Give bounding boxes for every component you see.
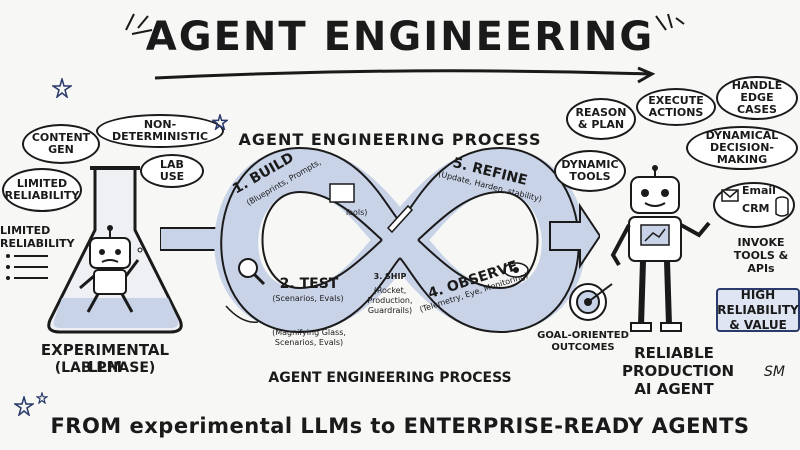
invoke-tools-label: INVOKE TOOLS & APIs bbox=[733, 236, 789, 275]
step-ship-sub: (Rocket, Production, Guardrails) bbox=[367, 286, 413, 315]
bubble-reason-plan: REASON & PLAN bbox=[566, 98, 636, 140]
motion-lines-icon bbox=[225, 305, 259, 323]
bubble-handle-edge-cases: HANDLE EDGE CASES bbox=[716, 76, 798, 120]
bubble-lab-use: LAB USE bbox=[140, 154, 204, 188]
star-icon bbox=[14, 396, 34, 416]
happy-robot-icon bbox=[610, 165, 711, 332]
bubble-execute-actions: EXECUTE ACTIONS bbox=[636, 88, 716, 126]
star-icon bbox=[52, 78, 72, 98]
step-ship-label: 3. SHIP bbox=[373, 272, 407, 281]
spark-icon bbox=[655, 13, 685, 31]
experimental-llm-caption: EXPERIMENTAL LLM bbox=[40, 341, 170, 376]
infinity-loop-diagram bbox=[160, 146, 600, 334]
crm-label: CRM bbox=[742, 202, 770, 215]
lab-phase-caption: (LAB PHASE) bbox=[54, 360, 156, 376]
list-icon bbox=[6, 254, 48, 280]
star-icon bbox=[36, 392, 48, 404]
email-label: Email bbox=[742, 184, 776, 197]
goal-oriented-label: GOAL-ORIENTED OUTCOMES bbox=[537, 330, 629, 353]
tools-cloud bbox=[713, 182, 795, 228]
reliable-agent-caption: RELIABLE PRODUCTION AI AGENT bbox=[622, 344, 735, 398]
tools-label: Tools) bbox=[344, 208, 368, 217]
process-title: AGENT ENGINEERING PROCESS bbox=[238, 130, 542, 149]
bubble-non-deterministic: NON-DETERMINISTIC bbox=[96, 114, 224, 148]
bubble-dynamical-decision: DYNAMICAL DECISION-MAKING bbox=[686, 126, 798, 170]
process-caption: AGENT ENGINEERING PROCESS bbox=[268, 370, 512, 386]
bubble-dynamic-tools: DYNAMIC TOOLS bbox=[554, 150, 626, 192]
bottom-banner: FROM experimental LLMs to ENTERPRISE-REA… bbox=[50, 414, 750, 438]
high-reliability-box: HIGH RELIABILITY & VALUE bbox=[716, 287, 800, 332]
step-test-sub: (Scenarios, Evals) bbox=[272, 294, 344, 303]
bubble-content-gen: CONTENT GEN bbox=[22, 124, 100, 164]
signature: SM bbox=[764, 364, 785, 380]
bubble-limited-reliability: LIMITED RELIABILITY bbox=[2, 168, 82, 212]
spark-icon bbox=[125, 13, 153, 35]
main-title: AGENT ENGINEERING bbox=[145, 14, 655, 60]
star-icon bbox=[212, 114, 228, 130]
step-test-label: 2. TEST bbox=[279, 276, 339, 292]
limited-reliability-label: LIMITED RELIABILITY bbox=[0, 224, 75, 250]
test-note: (Magnifying Glass, Scenarios, Evals) bbox=[272, 328, 346, 347]
title-underline bbox=[154, 66, 656, 84]
target-icon bbox=[569, 283, 613, 321]
sad-robot-icon bbox=[79, 225, 140, 313]
